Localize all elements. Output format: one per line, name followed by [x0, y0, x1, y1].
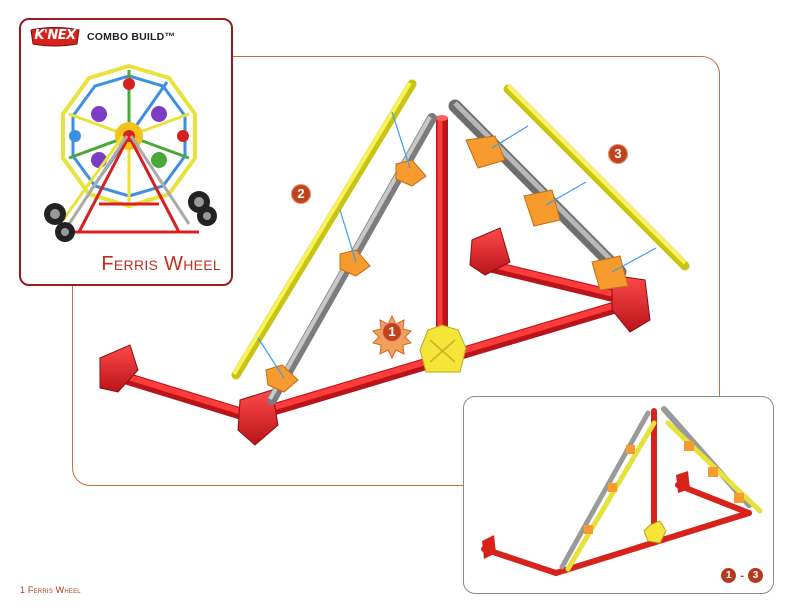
page-footer-label: 1 Ferris Wheel [20, 585, 81, 595]
red-rod-left [115, 373, 255, 418]
step-range: 1 - 3 [721, 568, 763, 583]
combo-build-label: COMBO BUILD™ [87, 31, 175, 43]
preview-illustration [464, 397, 774, 594]
range-start-circle: 1 [721, 568, 736, 583]
step-number-1: 1 [382, 322, 402, 342]
cover-title: Ferris Wheel [101, 253, 221, 276]
brand-logo: K'NEX COMBO BUILD™ [29, 28, 175, 46]
knex-logo: K'NEX [29, 27, 81, 47]
range-end-circle: 3 [748, 568, 763, 583]
step-number-2: 2 [291, 184, 311, 204]
yellow-hub-connector [420, 325, 466, 372]
cover-box: K'NEX COMBO BUILD™ [19, 18, 233, 286]
yellow-rod-right [508, 86, 685, 266]
ferris-wheel-picture [39, 54, 219, 244]
range-separator: - [740, 570, 744, 582]
red-rod-vertical [436, 115, 448, 350]
completed-steps-preview: 1 - 3 [463, 396, 774, 594]
step-number-3: 3 [608, 144, 628, 164]
